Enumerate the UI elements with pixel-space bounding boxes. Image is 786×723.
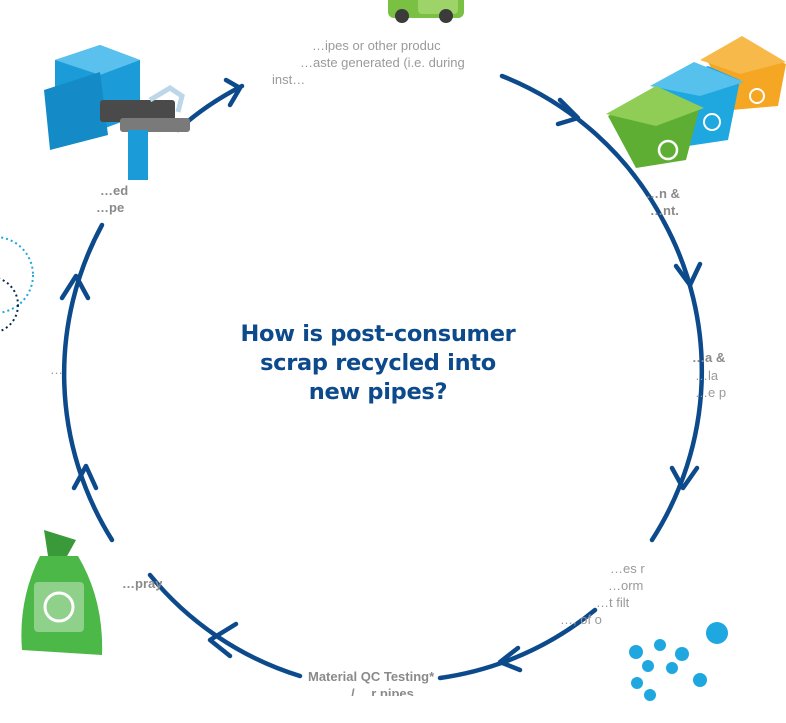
arc-right	[649, 219, 705, 543]
label-top-line-2: …aste generated (i.e. during	[300, 55, 465, 70]
arc-top-right	[499, 73, 667, 225]
cycle-arrows	[59, 77, 703, 673]
arrow-bottom-left-icon	[207, 621, 239, 659]
arrow-top-left-icon	[223, 77, 243, 108]
label-bottom-right-3: …t filt	[596, 595, 630, 610]
arc-bottom-left	[147, 572, 303, 679]
recycling-bins-icon	[606, 36, 786, 168]
arrow-bottom-right-icon	[497, 645, 523, 673]
label-bottom-right-4: …, of o	[560, 612, 602, 627]
label-right-top-1: …n &	[646, 186, 680, 201]
label-right-mid-1: …a &	[692, 350, 726, 365]
label-left-bottom: …pray	[122, 576, 163, 591]
arrow-top-right-icon	[555, 97, 581, 127]
label-right-top-2: …nt.	[650, 203, 679, 218]
label-top-line-1: …ipes or other produc	[312, 38, 441, 53]
title-line-3: new pipes?	[308, 379, 448, 405]
label-left-top-1: …ed	[100, 183, 129, 198]
label-top-line-3: inst…	[272, 72, 306, 87]
title-line-1: How is post-consumer	[240, 321, 516, 347]
pellets-icon	[629, 622, 728, 701]
arrow-right-upper-icon	[673, 261, 703, 288]
label-right-mid-3: …e p	[695, 385, 727, 400]
label-bottom-right-1: …es r	[610, 561, 645, 576]
arrow-left-upper-icon	[59, 273, 91, 301]
recycle-bag-icon	[21, 530, 103, 655]
label-bottom-2: …/ …r pipes	[338, 686, 414, 696]
page-title: How is post-consumer scrap recycled into…	[218, 320, 538, 407]
arc-bottom-right	[437, 607, 598, 681]
extruder-machine-icon	[44, 45, 190, 180]
label-left-mid: …	[50, 362, 63, 377]
truck-icon	[388, 0, 464, 23]
label-right-mid-2: …la	[695, 368, 719, 383]
label-left-top-2: …pe	[96, 200, 125, 215]
arrow-right-lower-icon	[669, 465, 700, 491]
title-line-2: scrap recycled into	[260, 350, 496, 376]
label-bottom-1: Material QC Testing*	[308, 669, 435, 684]
arrow-left-lower-icon	[71, 463, 99, 491]
dotted-rings-icon	[0, 236, 34, 333]
arc-left	[61, 222, 115, 543]
label-bottom-right-2: …orm	[608, 578, 644, 593]
